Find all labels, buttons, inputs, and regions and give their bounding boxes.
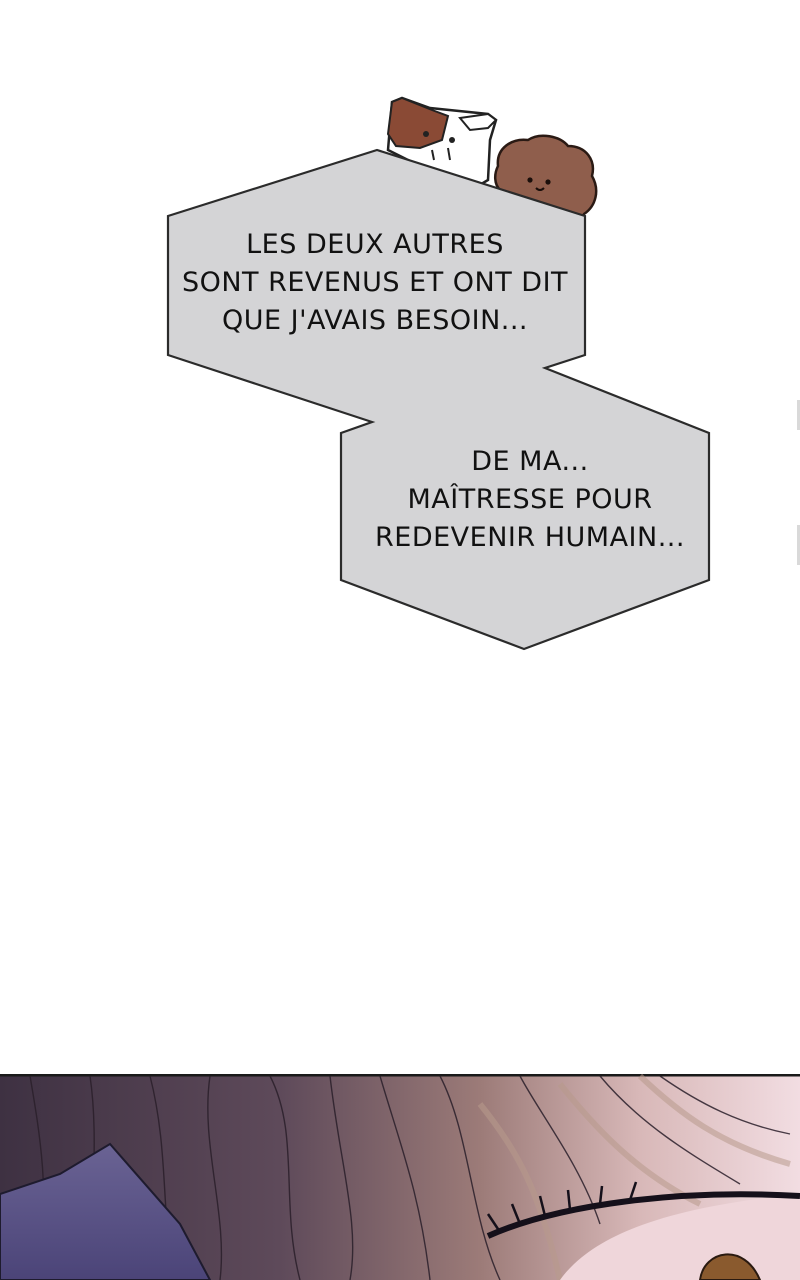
- edge-mark: [797, 400, 800, 430]
- caption-2-line-2: MAÎTRESSE POUR: [407, 484, 653, 515]
- close-up-illustration: [0, 1074, 800, 1280]
- illustration-panel: [0, 1074, 800, 1280]
- caption-1-line-2: SONT REVENUS ET ONT DIT: [181, 267, 569, 298]
- calico-cat-icon: [386, 96, 498, 188]
- caption-text-2: DE MA... MAÎTRESSE POUR REDEVENIR HUMAIN…: [345, 443, 715, 557]
- caption-2-line-1: DE MA...: [471, 446, 589, 477]
- caption-bubbles: [166, 96, 711, 651]
- caption-1-line-3: QUE J'AVAIS BESOIN...: [221, 305, 529, 336]
- caption-text-1: LES DEUX AUTRES SONT REVENUS ET ONT DIT …: [170, 226, 580, 340]
- caption-1-line-1: LES DEUX AUTRES: [246, 229, 504, 260]
- caption-2-line-3: REDEVENIR HUMAIN...: [375, 522, 685, 553]
- edge-mark: [797, 525, 800, 565]
- caption-box-1: [166, 148, 711, 651]
